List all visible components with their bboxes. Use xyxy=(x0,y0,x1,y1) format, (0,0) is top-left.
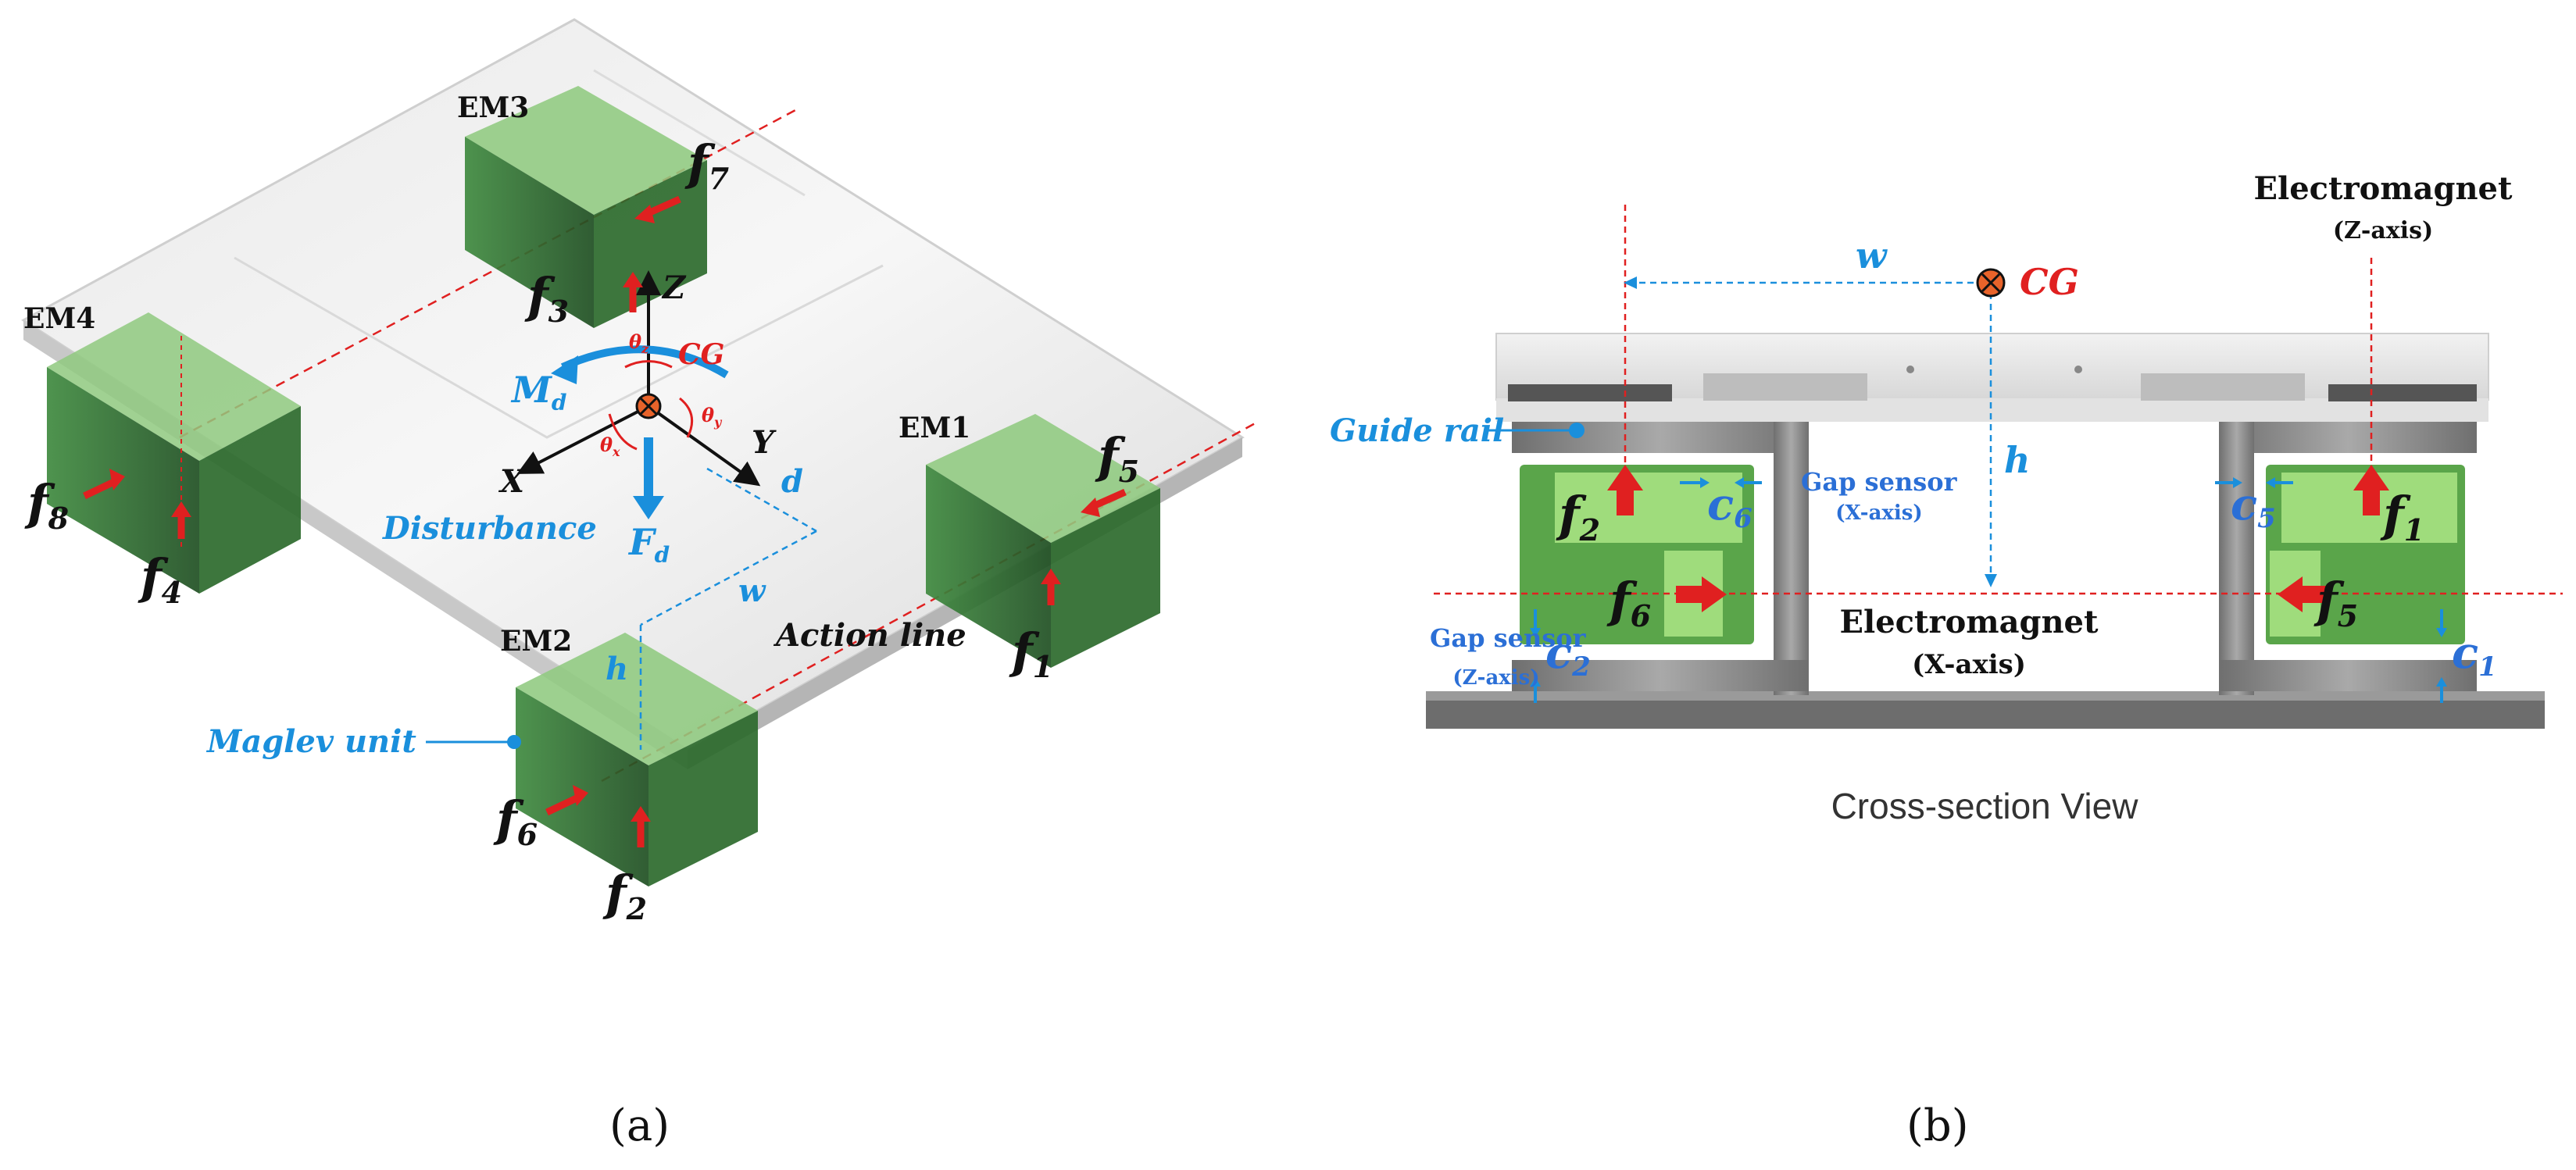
panel-a: EM1 EM2 EM3 EM4 f1 f2 f3 f4 f5 f6 f7 f8 … xyxy=(21,18,1259,1151)
cg-label-a: CG xyxy=(678,338,724,371)
left-guide-rail-web xyxy=(1774,422,1809,695)
gap-sensor-z-label: Gap sensor xyxy=(1430,623,1587,653)
plate-slot xyxy=(1508,384,1672,401)
dim-h-label-b: h xyxy=(2004,439,2030,481)
moment-arrowhead xyxy=(551,355,578,384)
maglev-unit-label: Maglev unit xyxy=(205,723,416,760)
x-axis-arrow xyxy=(516,405,649,474)
electromagnet-x-label: Electromagnet xyxy=(1840,604,2099,640)
plate-bracket xyxy=(1703,373,1867,401)
left-guide-rail-bottom xyxy=(1512,660,1809,691)
gap-sensor-arrows xyxy=(1530,477,2447,703)
right-guide-rail-top xyxy=(2219,422,2477,453)
c6-label: c6 xyxy=(1707,479,1752,534)
plate-slot xyxy=(2328,384,2477,401)
action-line-label: Action line xyxy=(773,617,966,654)
dim-w-line xyxy=(640,530,817,626)
theta-y-label: θy xyxy=(702,404,723,430)
f6-label-b: f6 xyxy=(1606,572,1651,633)
electromagnet-z-axis-label: (Z-axis) xyxy=(2333,217,2433,244)
theta-z-label: θz xyxy=(629,330,649,356)
theta-z-arc xyxy=(624,360,673,369)
f2-label-b: f2 xyxy=(1556,486,1600,548)
z-axis-label: Z xyxy=(661,269,687,306)
panel-b: Electromagnet (Z-axis) Electromagnet (X-… xyxy=(1330,170,2563,1151)
right-guide-rail-web xyxy=(2219,422,2254,695)
y-axis-arrow xyxy=(647,405,761,487)
gap-sensor-z-axis-label: (Z-axis) xyxy=(1452,666,1539,690)
plate-groove xyxy=(234,256,884,439)
caption-a: (a) xyxy=(609,1100,670,1151)
c1-label: c1 xyxy=(2452,627,2497,683)
dim-w-label: w xyxy=(738,573,766,609)
moment-label: Md xyxy=(510,369,567,416)
theta-y-arc xyxy=(679,397,694,438)
electromagnet-z-label: Electromagnet xyxy=(2254,170,2513,207)
guide-rail-label: Guide rail xyxy=(1330,412,1504,449)
dim-w-label-b: w xyxy=(1856,234,1888,276)
left-guide-rail-top xyxy=(1512,422,1809,453)
f4-label: f4 xyxy=(138,548,182,610)
em1-block xyxy=(926,414,1160,668)
em4-block xyxy=(47,312,301,594)
disturbance-label: Disturbance xyxy=(382,510,597,547)
em2-block xyxy=(516,633,758,886)
f7-label: f7 xyxy=(684,134,729,196)
force-arrows-b xyxy=(1607,465,2389,612)
gap-sensor-x-label: Gap sensor xyxy=(1801,467,1958,497)
em4-label: EM4 xyxy=(23,302,95,335)
right-guide-rail-bottom xyxy=(2219,660,2477,691)
cross-section-view-title: Cross-section View xyxy=(1831,786,2139,826)
c5-label: c5 xyxy=(2231,479,2276,534)
c2-label: c2 xyxy=(1545,627,1591,683)
left-z-electromagnet xyxy=(1555,473,1742,543)
base-rail xyxy=(1426,697,2545,729)
caption-b: (b) xyxy=(1906,1100,1969,1151)
plate-bracket xyxy=(2141,373,2305,401)
em1-label: EM1 xyxy=(899,412,970,444)
dim-h-label: h xyxy=(606,651,628,687)
x-axis-label: X xyxy=(498,463,526,500)
plate-groove xyxy=(593,69,806,197)
electromagnet-x-axis-label: (X-axis) xyxy=(1912,649,2026,680)
moment-arc xyxy=(560,345,729,379)
gap-sensor-x-axis-label: (X-axis) xyxy=(1835,501,1923,525)
em3-label: EM3 xyxy=(457,91,529,124)
em2-label: EM2 xyxy=(500,625,572,658)
cg-label-b: CG xyxy=(2020,261,2079,303)
theta-x-label: θx xyxy=(600,433,620,459)
dim-d-label: d xyxy=(781,463,803,500)
fd-label: Fd xyxy=(627,521,670,568)
force-arrows-a xyxy=(83,195,1127,847)
y-axis-label: Y xyxy=(752,424,777,461)
carrier-plate-underside xyxy=(1496,398,2488,422)
theta-x-arc xyxy=(608,413,638,451)
